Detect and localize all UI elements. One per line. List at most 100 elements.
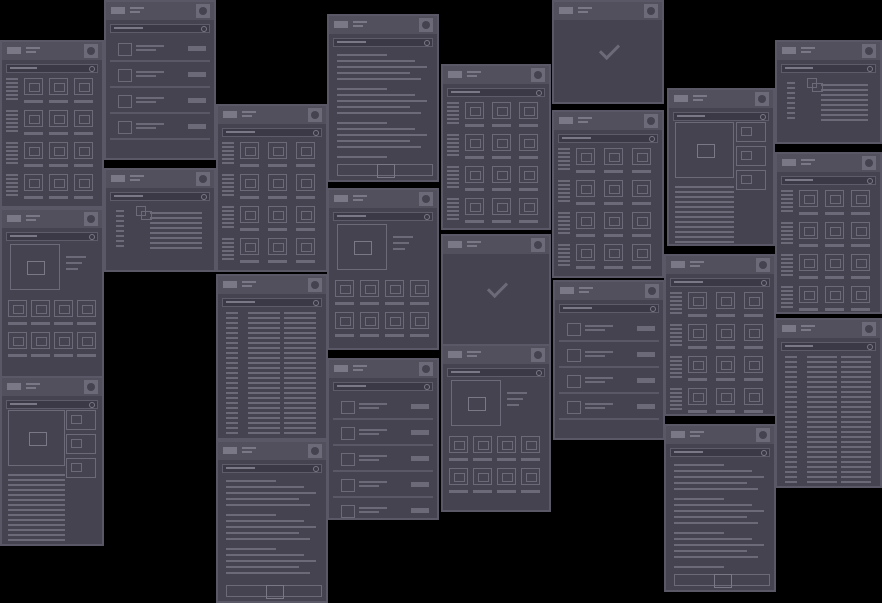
search-input[interactable]	[333, 382, 433, 391]
tile-button[interactable]	[268, 164, 287, 167]
tile-button[interactable]	[825, 244, 844, 247]
tile-button[interactable]	[296, 164, 315, 167]
tile-button[interactable]	[716, 410, 735, 413]
tile-button[interactable]	[465, 156, 484, 159]
tile-button[interactable]	[54, 354, 73, 357]
search-input[interactable]	[670, 278, 770, 287]
tile-button[interactable]	[632, 234, 651, 237]
tile-button[interactable]	[465, 188, 484, 191]
tile-button[interactable]	[360, 302, 379, 305]
tile-button[interactable]	[799, 308, 818, 311]
search-input[interactable]	[333, 212, 433, 221]
tile-button[interactable]	[410, 302, 429, 305]
tile-button[interactable]	[335, 334, 354, 337]
tile-button[interactable]	[49, 132, 68, 135]
tile-button[interactable]	[716, 314, 735, 317]
tile-button[interactable]	[744, 410, 763, 413]
tile-button[interactable]	[49, 164, 68, 167]
tile-button[interactable]	[296, 196, 315, 199]
search-input[interactable]	[558, 134, 658, 143]
tile-button[interactable]	[268, 196, 287, 199]
tile-button[interactable]	[604, 202, 623, 205]
tile-button[interactable]	[296, 228, 315, 231]
search-input[interactable]	[781, 64, 876, 73]
tile-button[interactable]	[473, 490, 492, 493]
tile-button[interactable]	[716, 346, 735, 349]
search-input[interactable]	[110, 192, 210, 201]
tile-button[interactable]	[240, 164, 259, 167]
tile-button[interactable]	[240, 196, 259, 199]
search-input[interactable]	[222, 298, 322, 307]
tile-button[interactable]	[519, 156, 538, 159]
action-button[interactable]	[188, 98, 206, 103]
tile-button[interactable]	[49, 196, 68, 199]
tile-button[interactable]	[268, 228, 287, 231]
action-button[interactable]	[411, 404, 429, 409]
search-input[interactable]	[559, 304, 659, 313]
tile-button[interactable]	[744, 346, 763, 349]
tile-button[interactable]	[604, 170, 623, 173]
action-button[interactable]	[411, 456, 429, 461]
search-input[interactable]	[781, 342, 876, 351]
tile-button[interactable]	[799, 244, 818, 247]
tile-button[interactable]	[296, 260, 315, 263]
tile-button[interactable]	[851, 212, 870, 215]
tile-button[interactable]	[492, 220, 511, 223]
tile-button[interactable]	[24, 100, 43, 103]
search-input[interactable]	[447, 88, 545, 97]
tile-button[interactable]	[74, 132, 93, 135]
tile-button[interactable]	[576, 202, 595, 205]
tile-button[interactable]	[360, 334, 379, 337]
tile-button[interactable]	[825, 276, 844, 279]
tile-button[interactable]	[240, 260, 259, 263]
tile-button[interactable]	[688, 410, 707, 413]
search-input[interactable]	[110, 24, 210, 33]
search-input[interactable]	[333, 38, 433, 47]
tile-button[interactable]	[74, 100, 93, 103]
tile-button[interactable]	[268, 260, 287, 263]
tile-button[interactable]	[716, 378, 735, 381]
tile-button[interactable]	[492, 156, 511, 159]
tile-button[interactable]	[744, 314, 763, 317]
tile-button[interactable]	[24, 132, 43, 135]
action-button[interactable]	[411, 482, 429, 487]
tile-button[interactable]	[519, 220, 538, 223]
search-input[interactable]	[447, 368, 545, 377]
tile-button[interactable]	[744, 378, 763, 381]
tile-button[interactable]	[688, 346, 707, 349]
action-button[interactable]	[188, 46, 206, 51]
tile-button[interactable]	[632, 202, 651, 205]
tile-button[interactable]	[825, 212, 844, 215]
tile-button[interactable]	[74, 196, 93, 199]
tile-button[interactable]	[851, 276, 870, 279]
action-button[interactable]	[188, 72, 206, 77]
tile-button[interactable]	[799, 276, 818, 279]
search-input[interactable]	[781, 176, 876, 185]
search-input[interactable]	[6, 64, 98, 73]
tile-button[interactable]	[576, 234, 595, 237]
tile-button[interactable]	[465, 220, 484, 223]
action-button[interactable]	[637, 352, 655, 357]
action-button[interactable]	[411, 508, 429, 513]
tile-button[interactable]	[24, 196, 43, 199]
tile-button[interactable]	[49, 100, 68, 103]
tile-button[interactable]	[632, 266, 651, 269]
tile-button[interactable]	[335, 302, 354, 305]
tile-button[interactable]	[492, 124, 511, 127]
tile-button[interactable]	[688, 314, 707, 317]
tile-button[interactable]	[604, 266, 623, 269]
tile-button[interactable]	[851, 308, 870, 311]
tile-button[interactable]	[799, 212, 818, 215]
tile-button[interactable]	[521, 490, 540, 493]
action-button[interactable]	[637, 404, 655, 409]
tile-button[interactable]	[632, 170, 651, 173]
tile-button[interactable]	[385, 334, 404, 337]
action-button[interactable]	[637, 326, 655, 331]
tile-button[interactable]	[521, 458, 540, 461]
tile-button[interactable]	[497, 458, 516, 461]
tile-button[interactable]	[576, 266, 595, 269]
tile-button[interactable]	[604, 234, 623, 237]
action-button[interactable]	[188, 124, 206, 129]
search-input[interactable]	[6, 400, 98, 409]
tile-button[interactable]	[825, 308, 844, 311]
